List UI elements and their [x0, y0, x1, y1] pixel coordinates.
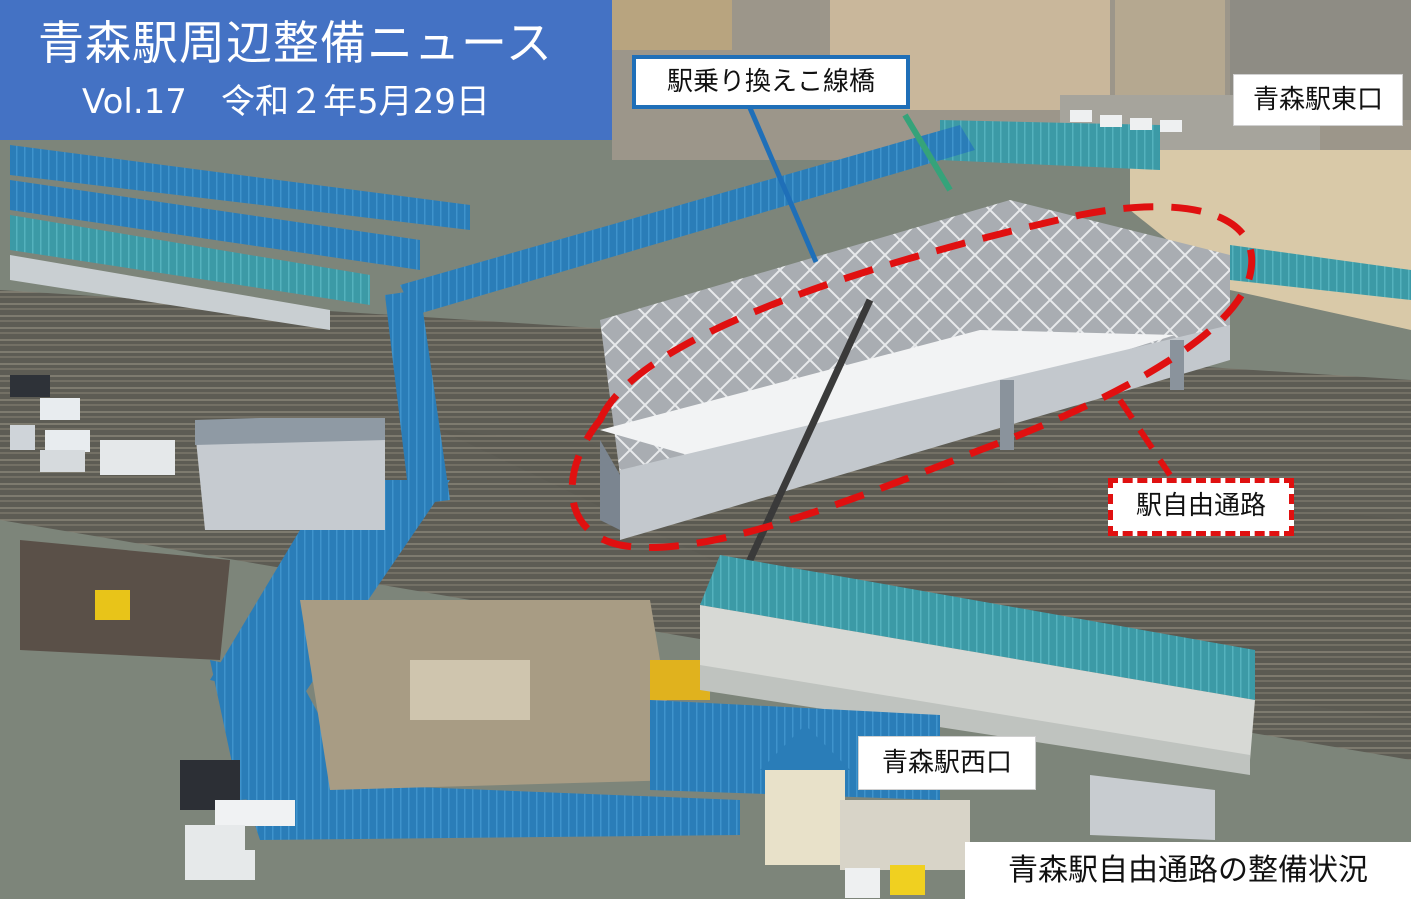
label-west-exit: 青森駅西口	[858, 736, 1036, 790]
issue-date: Vol.17 令和２年5月29日	[82, 82, 490, 122]
free-passage-outline	[568, 203, 1256, 551]
photo-caption: 青森駅自由通路の整備状況	[965, 842, 1411, 899]
newsletter-title: 青森駅周辺整備ニュース	[38, 16, 553, 70]
label-free-passage: 駅自由通路	[1108, 478, 1294, 536]
bridge-callout-line	[747, 107, 819, 263]
label-transfer-bridge: 駅乗り換えこ線橋	[632, 55, 910, 109]
label-east-exit: 青森駅東口	[1233, 74, 1403, 126]
title-panel: 青森駅周辺整備ニュース Vol.17 令和２年5月29日	[0, 0, 612, 140]
free-passage-callout-line	[1117, 398, 1173, 477]
